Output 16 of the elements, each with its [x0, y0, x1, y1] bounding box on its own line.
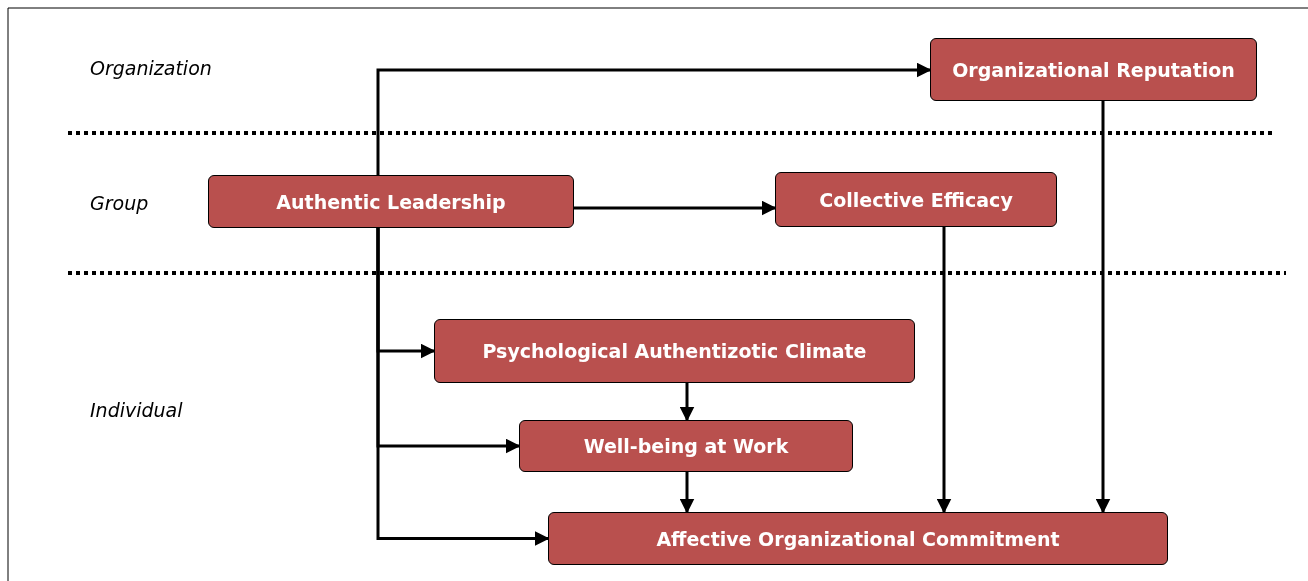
level-label: Organization: [90, 57, 212, 79]
arrow: [574, 200, 777, 216]
arrow: [376, 62, 932, 175]
arrow: [679, 472, 695, 514]
arrow: [1095, 101, 1111, 514]
arrow: [679, 383, 695, 422]
arrow: [936, 227, 952, 514]
arrow: [376, 228, 550, 546]
process-box: Psychological Authentizotic Climate: [434, 319, 915, 383]
level-label: Individual: [90, 399, 183, 421]
process-box: Well-being at Work: [519, 420, 853, 472]
process-box: Collective Efficacy: [775, 172, 1057, 227]
process-box: Affective Organizational Commitment: [548, 512, 1168, 565]
process-box: Authentic Leadership: [208, 175, 574, 228]
process-box: Organizational Reputation: [930, 38, 1257, 101]
level-label: Group: [90, 192, 149, 214]
